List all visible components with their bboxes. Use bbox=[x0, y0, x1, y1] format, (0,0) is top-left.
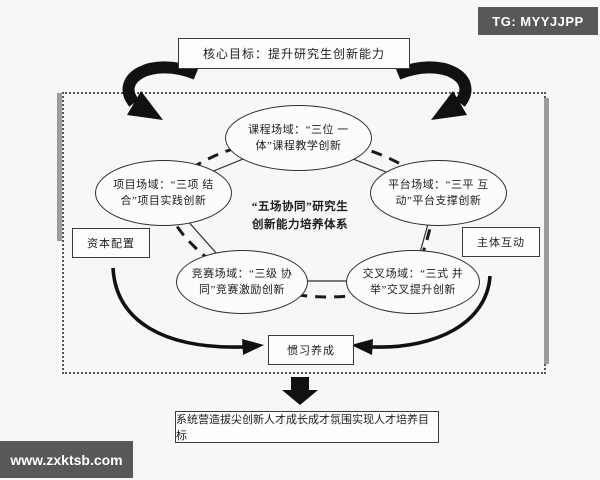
mechanism-habit-box: 惯习养成 bbox=[268, 335, 354, 365]
field-ellipse-competition: 竞赛场域：“三级 协同”竞赛激励创新 bbox=[176, 250, 308, 314]
mechanism-capital-box: 资本配置 bbox=[72, 228, 150, 258]
left-edge-bar bbox=[57, 93, 62, 241]
field-ellipse-platform: 平台场域：“三平 互动”平台支撑创新 bbox=[370, 160, 507, 226]
inflow-arrow-right-icon bbox=[395, 61, 472, 120]
outcome-box: 系统营造拔尖创新人才成长成才氛围实现人才培养目标 bbox=[175, 411, 439, 443]
system-center-title: “五场协同”研究生 创新能力培养体系 bbox=[228, 199, 372, 235]
habit-arrow-right-icon bbox=[351, 275, 492, 355]
watermark-top-right: TG: MYYJJPP bbox=[478, 7, 598, 35]
right-edge-bar bbox=[544, 98, 549, 364]
field-course-label: 课程场域：“三位 一体”课程教学创新 bbox=[248, 123, 349, 153]
field-competition-label: 竞赛场域：“三级 协同”竞赛激励创新 bbox=[191, 267, 293, 297]
core-goal-box: 核心目标：提升研究生创新能力 bbox=[178, 38, 410, 69]
habit-arrow-left-icon bbox=[111, 267, 264, 355]
outcome-arrow-down-icon bbox=[282, 377, 318, 405]
field-platform-label: 平台场域：“三平 互动”平台支撑创新 bbox=[388, 178, 489, 208]
watermark-bottom-left: www.zxktsb.com bbox=[0, 441, 133, 478]
field-ellipse-cross: 交叉场域：“三式 并举”交叉提升创新 bbox=[346, 250, 480, 314]
system-center-line2: 创新能力培养体系 bbox=[252, 218, 348, 231]
field-project-label: 项目场域：“三项 结合”项目实践创新 bbox=[113, 178, 214, 208]
field-cross-label: 交叉场域：“三式 并举”交叉提升创新 bbox=[362, 267, 464, 297]
system-center-line1: “五场协同”研究生 bbox=[251, 201, 349, 213]
mechanism-subject-box: 主体互动 bbox=[462, 227, 540, 257]
inflow-arrow-left-icon bbox=[122, 61, 199, 120]
field-ellipse-course: 课程场域：“三位 一体”课程教学创新 bbox=[225, 105, 372, 171]
field-ellipse-project: 项目场域：“三项 结合”项目实践创新 bbox=[95, 160, 232, 226]
